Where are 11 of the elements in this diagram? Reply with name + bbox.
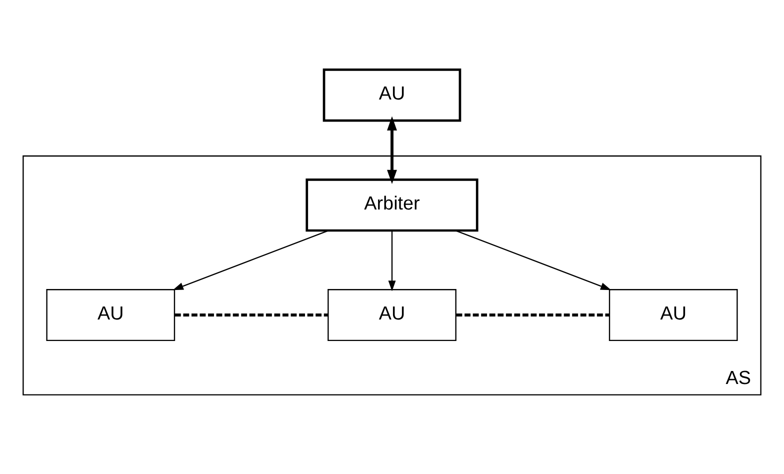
arrow: [455, 230, 612, 290]
node-box: Arbiter: [306, 178, 478, 232]
arrow: [172, 230, 329, 290]
connector: [456, 314, 610, 316]
arrow: [387, 116, 397, 184]
node-box: AU: [608, 289, 738, 342]
node-box: AU: [328, 289, 456, 342]
arrow: [388, 230, 396, 292]
node-box: AU: [322, 68, 462, 122]
connector: [174, 314, 328, 316]
node-box: AU: [46, 289, 176, 342]
